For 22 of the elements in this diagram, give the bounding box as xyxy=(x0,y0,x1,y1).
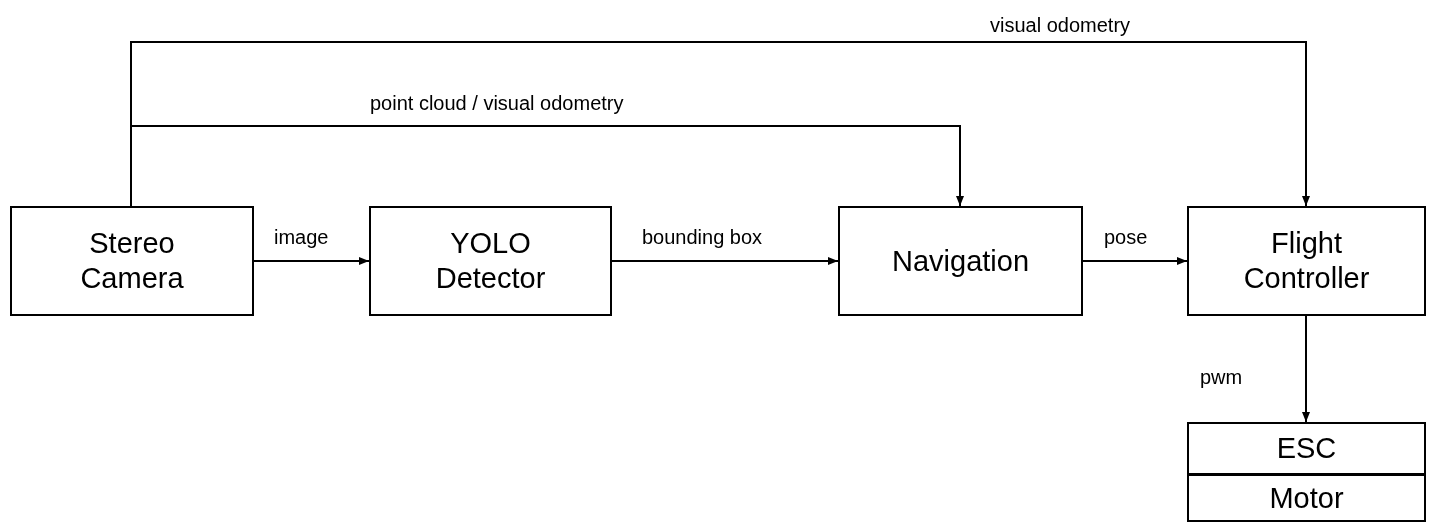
arrow xyxy=(130,41,1310,207)
box-label: Navigation xyxy=(892,243,1029,279)
box-label: ESC xyxy=(1276,431,1337,466)
process-box xyxy=(838,206,1083,316)
box-label: Stereo Camera xyxy=(80,226,184,296)
process-box xyxy=(10,206,254,316)
arrow xyxy=(1082,257,1188,265)
process-box xyxy=(369,206,612,316)
process-box xyxy=(1187,422,1426,475)
edge-label: visual odometry xyxy=(988,14,1133,37)
process-box xyxy=(1187,474,1426,522)
box-label: YOLO Detector xyxy=(435,226,546,296)
arrow xyxy=(130,125,964,207)
edge-label: bounding box xyxy=(640,226,765,249)
process-box xyxy=(1187,206,1426,316)
box-label: Motor xyxy=(1269,480,1344,516)
edge-label: point cloud / visual odometry xyxy=(368,92,626,115)
arrow xyxy=(1302,315,1310,423)
box-label: Flight Controller xyxy=(1243,226,1370,296)
edge-label: image xyxy=(272,226,331,249)
arrow xyxy=(253,257,370,265)
arrow xyxy=(611,257,839,265)
